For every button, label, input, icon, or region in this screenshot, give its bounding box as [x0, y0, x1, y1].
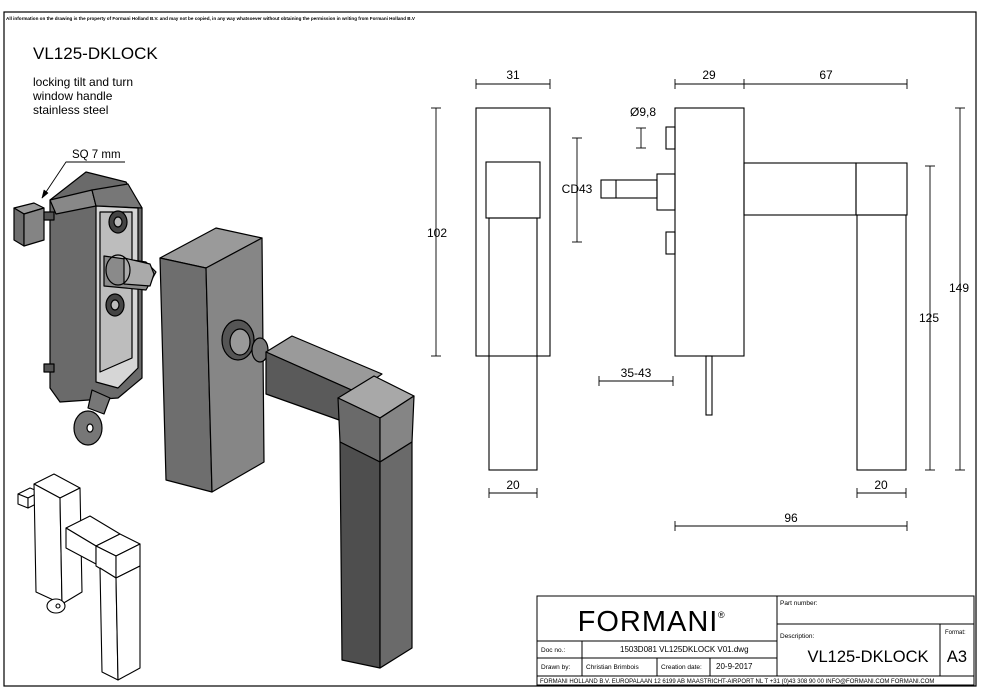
dim-lever-width-front: 20: [506, 478, 520, 492]
dim-total-depth: 96: [784, 511, 798, 525]
title-block: [536, 595, 975, 686]
creation-date-value: 20-9-2017: [716, 662, 753, 671]
dim-door-thickness: 35-43: [621, 366, 652, 380]
dim-center-distance: CD43: [562, 182, 593, 196]
dim-rose-height: 102: [427, 226, 447, 240]
format-value: A3: [947, 648, 967, 666]
exploded-isometric-view: SQ 7 mm: [13, 149, 415, 669]
dimension-labels: 31 102 29 67 Ø9,8 CD43 149 125 35-43 20 …: [427, 68, 969, 525]
description-line-2: window handle: [32, 89, 113, 103]
description-value: VL125-DKLOCK: [807, 648, 928, 666]
doc-no-value: 1503D081 VL125DKLOCK V01.dwg: [620, 645, 749, 654]
part-number-label: Part number:: [780, 600, 818, 607]
dim-lever-height: 125: [919, 311, 939, 325]
copyright-notice: All information on the drawing is the pr…: [6, 16, 416, 21]
side-view: [600, 107, 908, 471]
dimension-lines: [431, 79, 965, 531]
formani-logo-text: FORMANI: [578, 606, 719, 638]
drawn-by-label: Drawn by:: [541, 664, 570, 671]
registered-mark: ®: [718, 610, 725, 620]
dim-lever-width-side: 20: [874, 478, 888, 492]
drawing-border: [3, 11, 977, 687]
dim-rose-width: 31: [506, 68, 520, 82]
description-line-1: locking tilt and turn: [33, 75, 133, 89]
dim-rose-depth: 29: [702, 68, 716, 82]
drawn-by-value: Christian Brimbois: [586, 664, 639, 671]
dim-hole-diameter: Ø9,8: [630, 105, 656, 119]
company-footer: FORMANI HOLLAND B.V. EUROPALAAN 12 6199 …: [540, 679, 934, 685]
description-line-3: stainless steel: [33, 103, 108, 117]
product-code-title: VL125-DKLOCK: [33, 44, 158, 63]
dim-total-height: 149: [949, 281, 969, 295]
small-isometric-sketch: [17, 473, 141, 681]
front-view: [475, 107, 551, 471]
dim-handle-projection: 67: [819, 68, 833, 82]
format-label: Format:: [945, 630, 966, 636]
description-label: Description:: [780, 633, 815, 640]
spindle-callout: SQ 7 mm: [72, 149, 121, 161]
doc-no-label: Doc no.:: [541, 647, 565, 654]
creation-date-label: Creation date:: [661, 664, 702, 671]
